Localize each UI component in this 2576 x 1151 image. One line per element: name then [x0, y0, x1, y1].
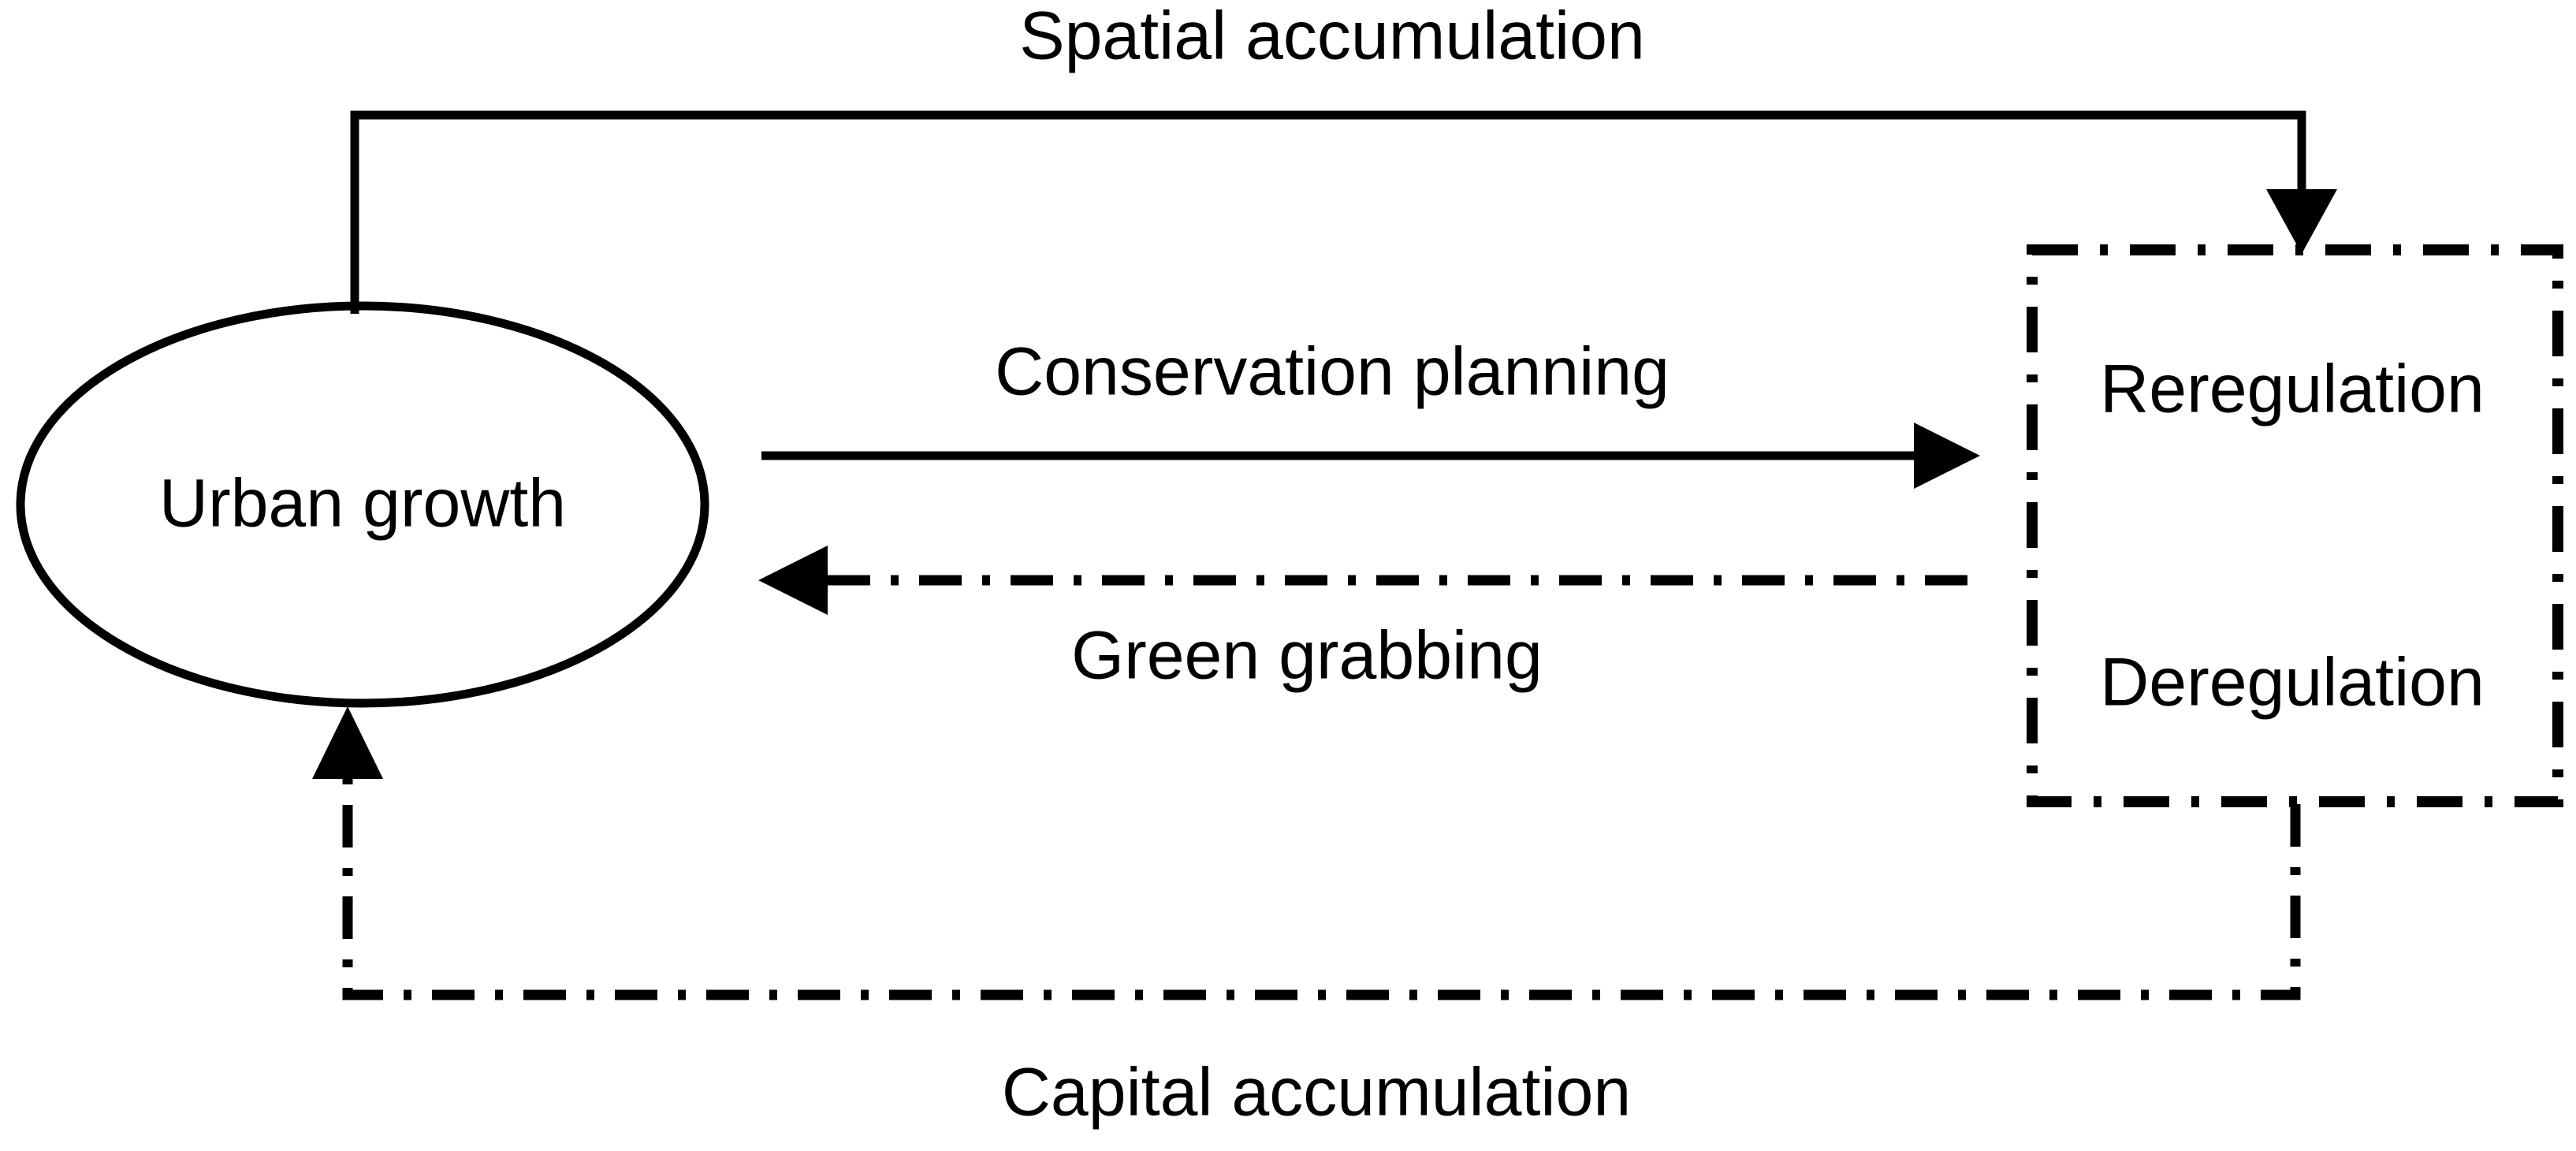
urban-growth-label: Urban growth — [159, 466, 566, 542]
edge-capital-accumulation — [312, 706, 2301, 1000]
deregulation-label: Deregulation — [2100, 645, 2485, 721]
reregulation-label: Reregulation — [2100, 352, 2485, 427]
capital-accumulation-path — [342, 777, 2301, 1000]
edge-label-spatial-accumulation: Spatial accumulation — [1019, 0, 1645, 74]
edge-label-green-grabbing: Green grabbing — [1071, 618, 1543, 694]
edge-green-grabbing — [758, 546, 1967, 615]
regulation-box-shape — [2027, 244, 2563, 807]
conservation-planning-arrowhead-icon — [1914, 423, 1980, 489]
green-grabbing-arrowhead-icon — [758, 546, 828, 615]
urban-growth-ellipse-shape — [16, 301, 709, 708]
edge-label-capital-accumulation: Capital accumulation — [1002, 1055, 1631, 1131]
node-regulation-box[interactable]: Reregulation Deregulation — [2027, 244, 2563, 807]
spatial-accumulation-arrowhead-icon — [2266, 189, 2337, 254]
edge-label-conservation-planning: Conservation planning — [995, 334, 1670, 410]
capital-accumulation-arrowhead-icon — [312, 706, 383, 779]
spatial-accumulation-path — [350, 110, 2306, 314]
edge-spatial-accumulation — [350, 110, 2337, 314]
edge-conservation-planning — [761, 423, 1980, 489]
node-urban-growth[interactable]: Urban growth — [16, 301, 709, 708]
